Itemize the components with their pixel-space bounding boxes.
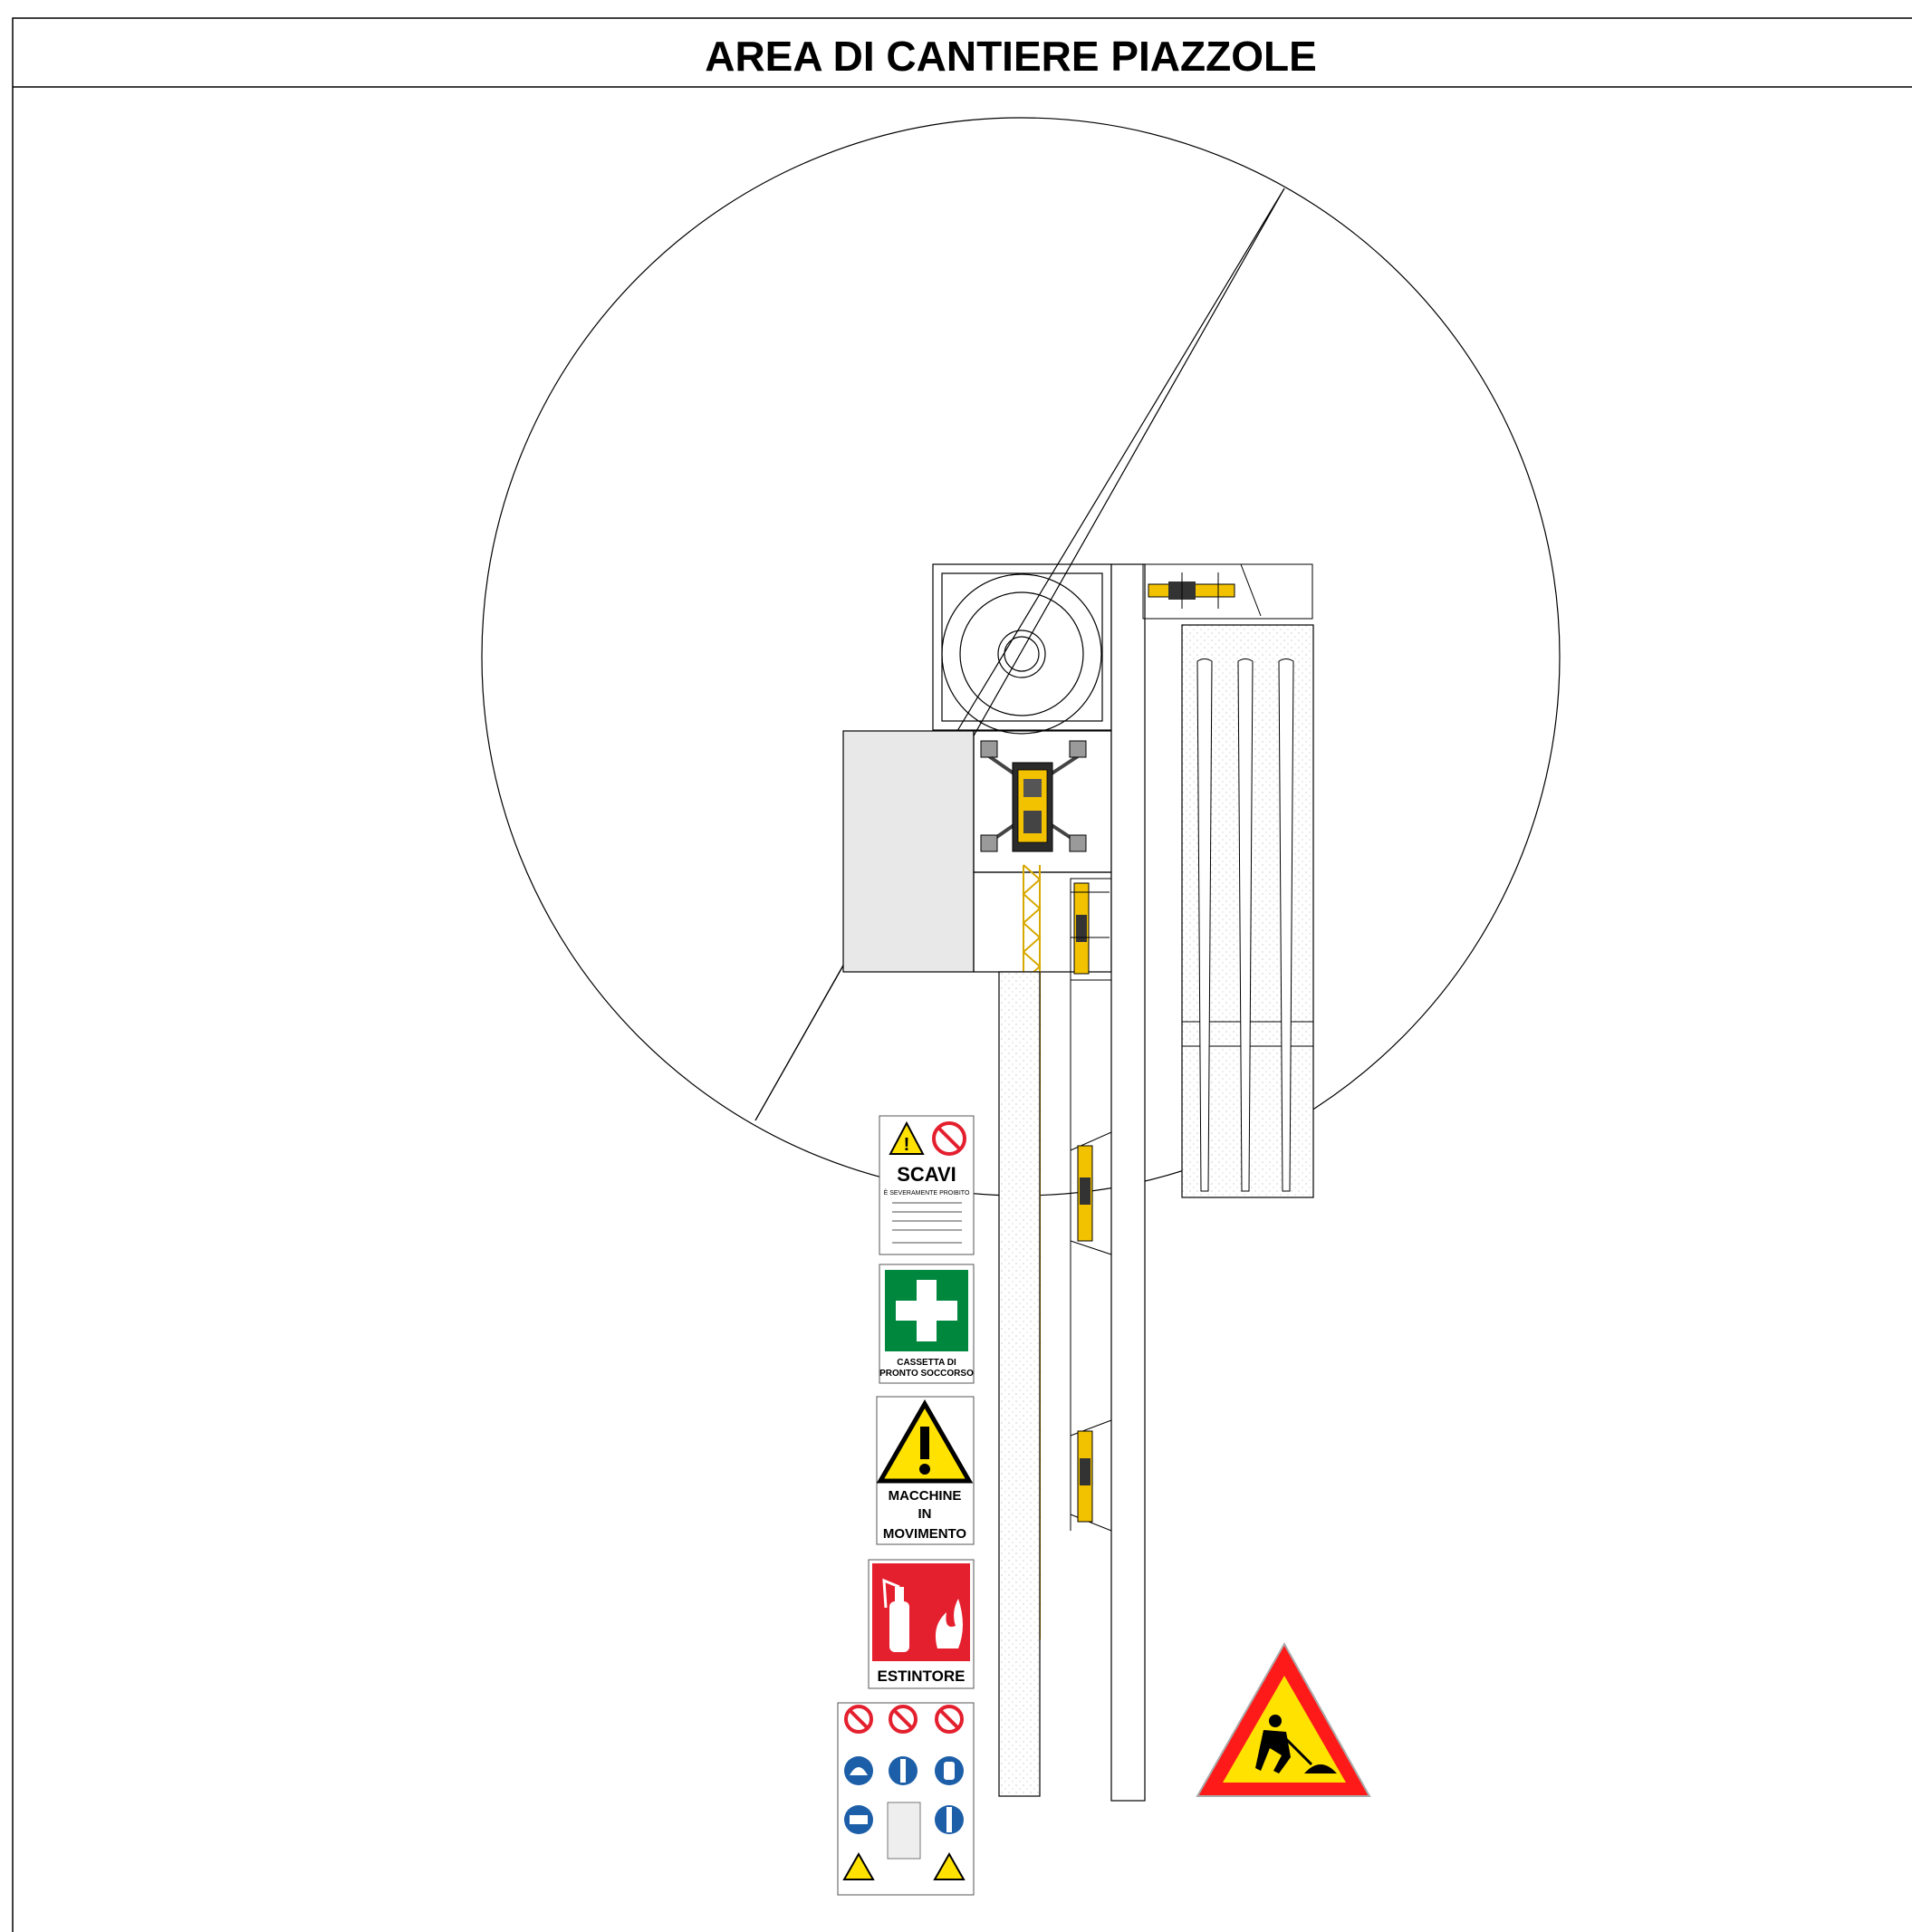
notice-board-icon [887, 1802, 921, 1860]
scavi-subtitle: È SEVERAMENTE PROIBITO [884, 1188, 970, 1197]
auxiliary-crane-1 [1070, 878, 1112, 981]
turbine-blade [1196, 658, 1213, 1192]
machines-line-1: MACCHINE [889, 1488, 962, 1504]
blade-storage-area [1181, 624, 1314, 1198]
fire-extinguisher-icon [882, 1578, 963, 1652]
drawing-border [12, 17, 1912, 1932]
electric-hazard-icon [933, 1851, 966, 1880]
warning-triangle-icon [889, 1120, 925, 1155]
shaded-storage-area [842, 730, 975, 973]
svg-text:!: ! [904, 1135, 910, 1155]
machines-line-2: IN [918, 1506, 932, 1522]
main-crane [980, 740, 1087, 852]
falling-loads-warning-icon [842, 1851, 875, 1880]
extinguisher-label: ESTINTORE [878, 1668, 966, 1685]
white-cross-icon [896, 1280, 957, 1341]
ppe-safety-panel [837, 1702, 975, 1896]
roadworks-sign [1196, 1641, 1371, 1797]
pre-assembly-crane-top [1142, 563, 1313, 620]
turbine-foundation [932, 563, 1112, 735]
access-road-strip-right [1110, 563, 1146, 1802]
turbine-blade [1237, 658, 1254, 1192]
first-aid-sign: CASSETTA DI PRONTO SOCCORSO [879, 1264, 975, 1384]
access-road-strip-left [998, 971, 1041, 1797]
prohibition-icon [844, 1705, 964, 1734]
scavi-sign: ! SCAVI È SEVERAMENTE PROIBITO [879, 1115, 975, 1255]
machines-line-3: MOVIMENTO [883, 1526, 967, 1542]
page-title: AREA DI CANTIERE PIAZZOLE [705, 33, 1317, 80]
auxiliary-crane-3 [1070, 1419, 1112, 1532]
scavi-title: SCAVI [897, 1163, 956, 1186]
extinguisher-sign: ESTINTORE [868, 1559, 975, 1689]
machines-in-motion-sign: MACCHINE IN MOVIMENTO [876, 1396, 975, 1545]
first-aid-label-2: PRONTO SOCCORSO [879, 1369, 974, 1379]
turbine-blade [1278, 658, 1294, 1192]
first-aid-label-1: CASSETTA DI [897, 1358, 956, 1368]
men-at-work-icon [1255, 1715, 1337, 1773]
auxiliary-crane-2 [1070, 1131, 1112, 1255]
